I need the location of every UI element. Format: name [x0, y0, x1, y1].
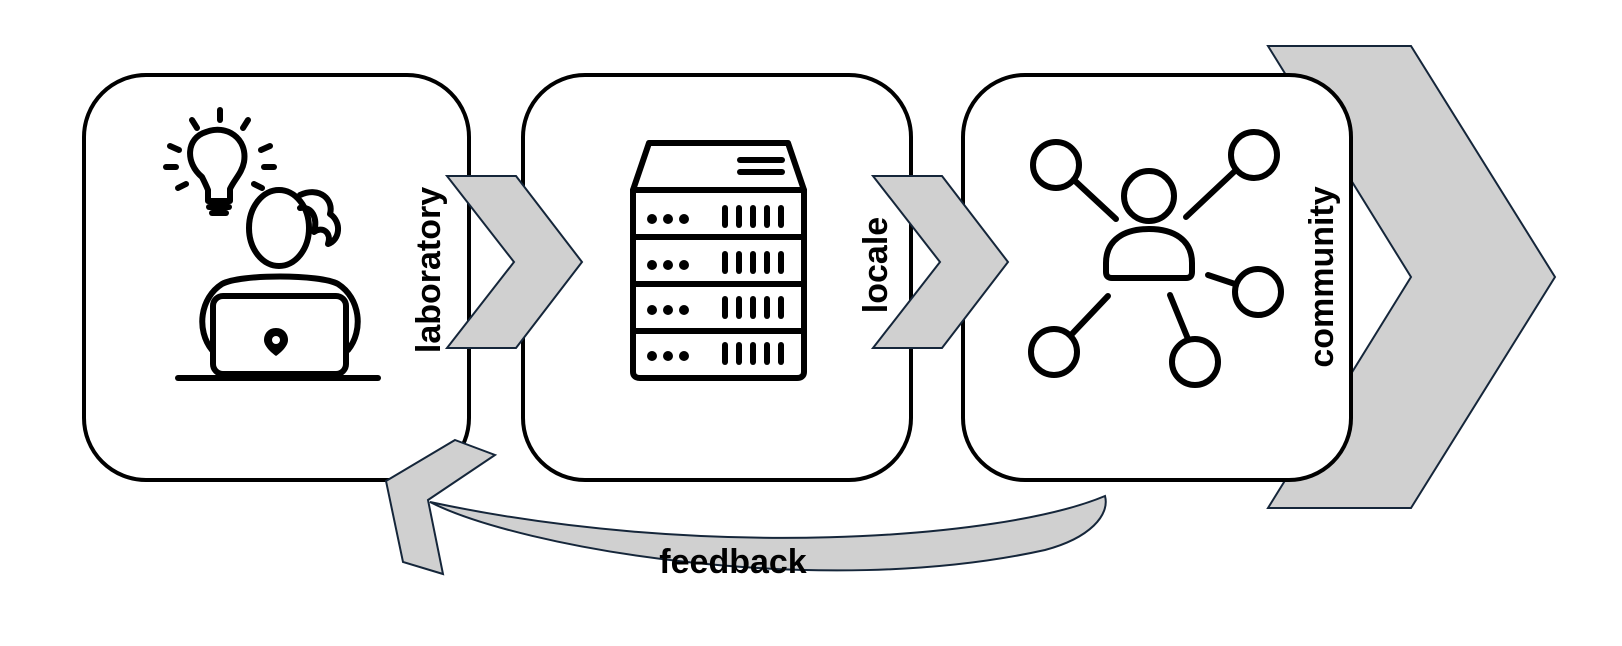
stage-label-locale: locale: [857, 217, 895, 313]
server-rack-icon: [630, 140, 807, 381]
feedback-arrowhead: [384, 438, 498, 576]
chevron-arrow-laboratory-to-locale: [444, 175, 584, 349]
network-people-icon: [1028, 129, 1284, 388]
chevron-arrow-locale-to-community: [870, 175, 1010, 349]
stage-label-laboratory: laboratory: [410, 187, 448, 353]
feedback-label: feedback: [659, 543, 806, 581]
stage-box-locale: [521, 73, 913, 482]
person-laptop-idea-icon: [163, 107, 381, 381]
stage-label-community: community: [1303, 186, 1341, 367]
feedback-arc-arrow: [429, 494, 1107, 572]
